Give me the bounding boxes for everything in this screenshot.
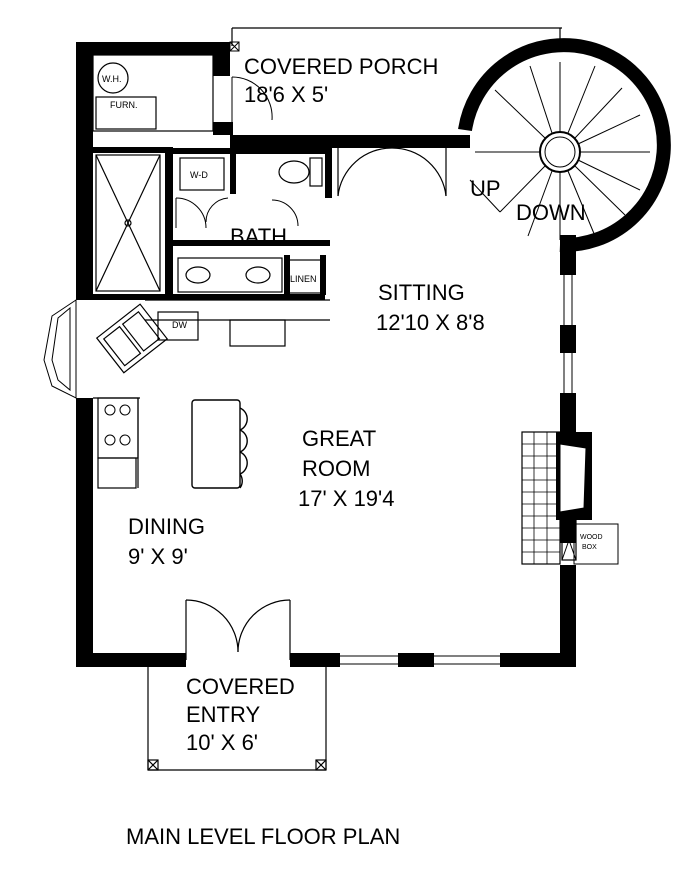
stair-up-label: UP [470,176,501,201]
covered-entry-label-2: ENTRY [186,702,260,727]
dishwasher-label: DW [172,320,187,330]
spiral-stair [458,38,671,253]
covered-porch-size: 18'6 X 5' [244,82,328,107]
sitting-label: SITTING [378,280,465,305]
kitchen-counter [93,299,330,489]
furnace-label: FURN. [110,100,138,110]
toilet [271,157,323,227]
wood-box-label-1: WOOD [580,534,603,541]
bath-label: BATH [230,224,287,249]
water-heater-label: W.H. [102,74,122,84]
great-room-label-2: ROOM [302,456,370,481]
fireplace [521,431,592,565]
covered-entry-outline [147,667,327,771]
utility-room [92,54,273,132]
covered-porch-label: COVERED PORCH [244,54,438,79]
exterior-walls [76,42,576,667]
sitting-doors [337,147,447,197]
windows [43,190,573,665]
covered-entry-size: 10' X 6' [186,730,258,755]
sitting-size: 12'10 X 8'8 [376,310,485,335]
interior-walls [93,147,332,300]
kitchen-island [191,399,248,489]
shower [95,154,161,292]
entry-doors [185,599,291,660]
range-burners [104,404,131,446]
linen-label: LINEN [290,274,317,284]
porch-post-marker [229,41,240,52]
stair-down-label: DOWN [516,200,586,225]
great-room-size: 17' X 19'4 [298,486,394,511]
covered-entry-label-1: COVERED [186,674,295,699]
washer-dryer-closet [175,157,229,229]
plan-title: MAIN LEVEL FLOOR PLAN [126,824,400,849]
kitchen-sink [95,303,169,374]
washer-dryer-label: W-D [190,170,208,180]
wood-box-label-2: BOX [582,544,597,551]
linen-closet [287,259,323,294]
vanity [177,257,283,293]
dining-label: DINING [128,514,205,539]
wood-box [573,523,619,565]
great-room-label-1: GREAT [302,426,376,451]
covered-porch-outline [231,27,562,46]
dining-size: 9' X 9' [128,544,188,569]
